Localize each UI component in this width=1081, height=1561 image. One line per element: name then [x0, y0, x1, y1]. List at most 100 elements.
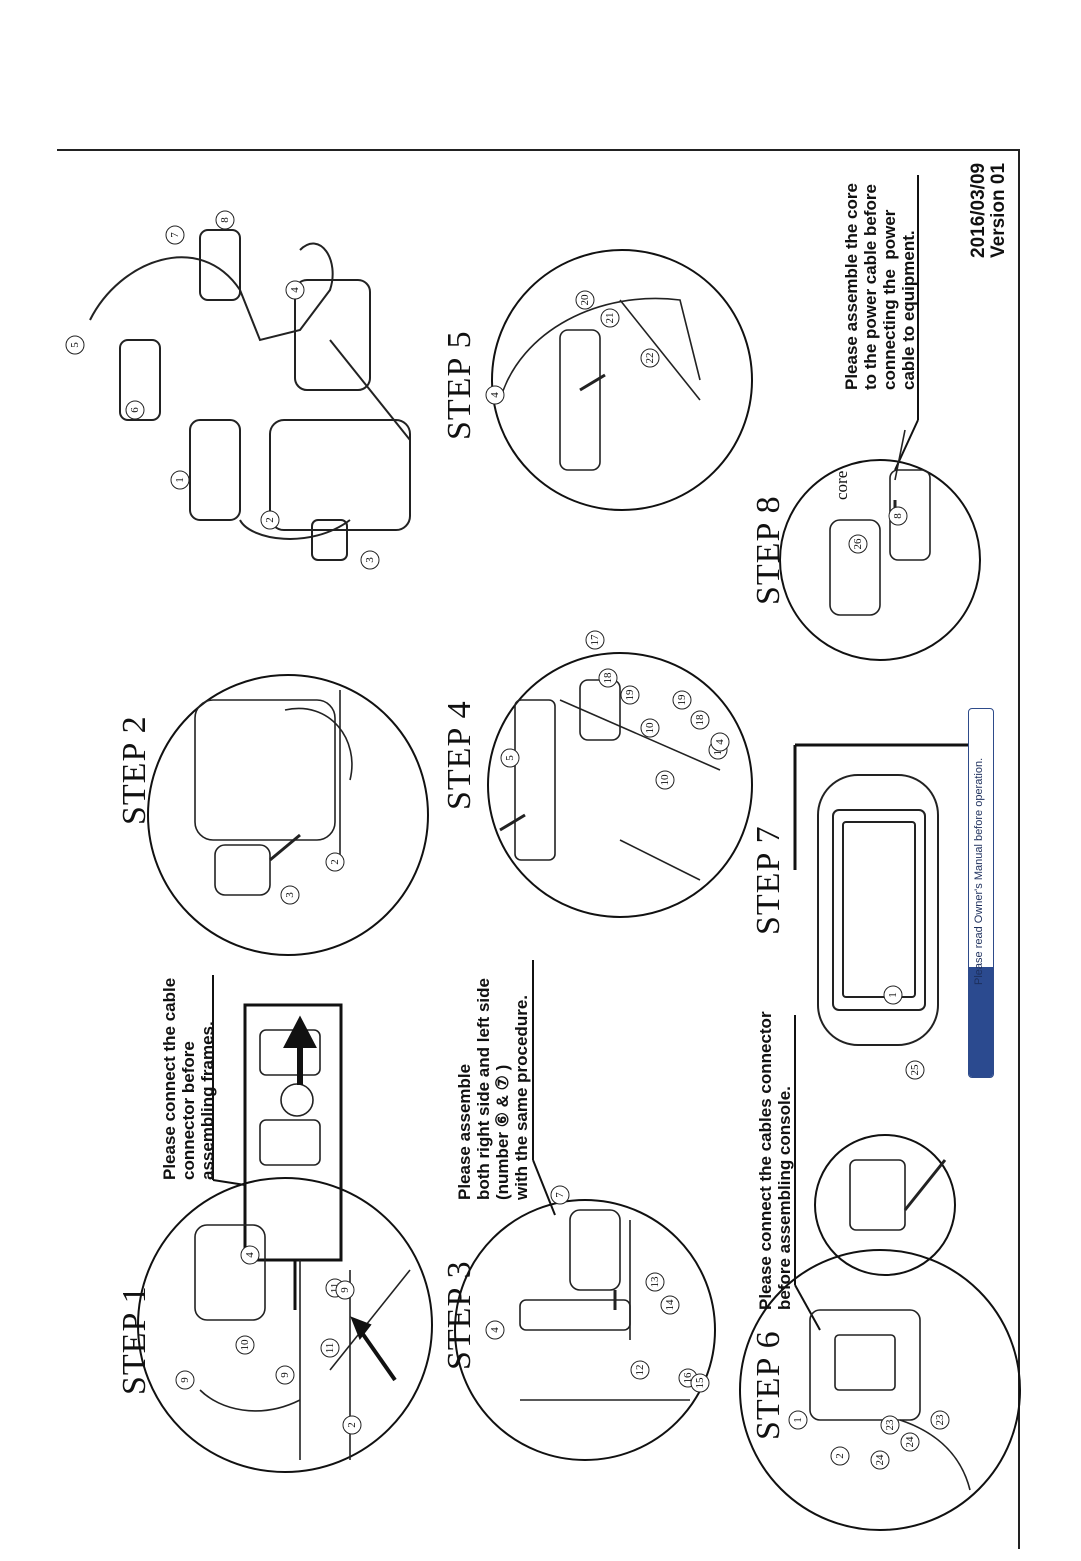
- callout-step2-number: 3: [284, 892, 296, 898]
- callout-step1-number: 9: [279, 1372, 291, 1378]
- version-date: 2016/03/09: [968, 162, 989, 258]
- callout-step4-bubble: [620, 685, 640, 705]
- note-cable-frames: Please connect the cable connector befor…: [160, 977, 217, 1180]
- callout-step3-number: 16: [682, 1372, 694, 1384]
- callout-step6-number: 23: [934, 1414, 946, 1426]
- step4-label: STEP 4: [441, 700, 478, 810]
- callout-step1-bubble: [320, 1338, 340, 1358]
- callout-overview-bubble: [170, 470, 190, 490]
- callout-step5-number: 21: [604, 313, 616, 324]
- step3-detail-circle: [454, 1199, 716, 1461]
- callout-step3-number: 14: [664, 1299, 676, 1311]
- callout-overview-number: 6: [129, 407, 141, 413]
- callout-step1-bubble: [240, 1245, 260, 1265]
- callout-step4-bubble: [500, 748, 520, 768]
- callout-step6-number: 23: [884, 1419, 896, 1431]
- step8-label: STEP 8: [750, 495, 787, 605]
- callout-step3-number: 15: [694, 1377, 706, 1389]
- callout-overview-bubble: [165, 225, 185, 245]
- note-cables-console: Please connect the cables connector befo…: [756, 1011, 794, 1310]
- callout-overview-bubble: [215, 210, 235, 230]
- step8-detail-circle: [779, 459, 981, 661]
- version-label: Version 01: [988, 162, 1009, 258]
- callout-step4-number: 18: [694, 714, 706, 726]
- callout-step2-bubble: [325, 852, 345, 872]
- callout-step6-bubble: [880, 1415, 900, 1435]
- callout-step5-number: 22: [644, 353, 656, 364]
- callout-step3-bubble: [690, 1373, 710, 1393]
- callout-step8-bubble: [848, 534, 868, 554]
- callout-step2-bubble: [280, 885, 300, 905]
- callout-step6-bubble: [930, 1410, 950, 1430]
- callout-step3-bubble: [485, 1320, 505, 1340]
- callout-step6-number: 1: [792, 1417, 804, 1423]
- callout-step4-number: 10: [659, 774, 671, 786]
- callout-step1-number: 11: [324, 1343, 336, 1354]
- step1-inset-box: [243, 1003, 343, 1262]
- callout-step7-bubble: [905, 1060, 925, 1080]
- callout-step4-number: 10: [644, 722, 656, 734]
- owners-manual-banner: [968, 708, 994, 1078]
- step7-label: STEP 7: [750, 825, 787, 935]
- callout-step1-number: 10: [239, 1339, 251, 1351]
- callout-step4-bubble: [585, 630, 605, 650]
- callout-step4-number: 18: [602, 672, 614, 684]
- callout-step1-number: 9: [339, 1287, 351, 1293]
- callout-overview-number: 1: [174, 477, 186, 483]
- callout-step4-bubble: [655, 770, 675, 790]
- callout-step6-number: 2: [834, 1453, 846, 1459]
- callout-overview-bubble: [260, 510, 280, 530]
- callout-overview-number: 2: [264, 517, 276, 523]
- callout-step7-number: 1: [887, 992, 899, 998]
- callout-step3-bubble: [645, 1272, 665, 1292]
- callout-step8-number: 26: [852, 538, 864, 550]
- callout-overview-number: 4: [289, 287, 301, 293]
- callout-step5-bubble: [640, 348, 660, 368]
- page-frame-right: [1018, 149, 1020, 1549]
- callout-step3-number: 4: [489, 1327, 501, 1333]
- callout-step7-number: 25: [909, 1064, 921, 1076]
- callout-step6-bubble: [870, 1450, 890, 1470]
- callout-step1-bubble: [275, 1365, 295, 1385]
- version-block: 2016/03/09 Version 01: [968, 162, 1009, 258]
- callout-step6-number: 24: [874, 1454, 886, 1466]
- callout-overview-number: 7: [169, 232, 181, 238]
- callout-step4-number: 19: [624, 689, 636, 701]
- step6-detail-circle: [739, 1249, 1021, 1531]
- callout-step1-bubble: [342, 1415, 362, 1435]
- callout-step5-bubble: [600, 308, 620, 328]
- step3-label: STEP 3: [441, 1260, 478, 1370]
- step4-detail-circle: [487, 652, 753, 918]
- step5-label: STEP 5: [441, 330, 478, 440]
- callout-step2-number: 2: [329, 859, 341, 865]
- callout-step3-number: 12: [634, 1365, 646, 1376]
- step6-inset-circle: [814, 1134, 956, 1276]
- note-both-sides: Please assemble both right side and left…: [455, 978, 531, 1200]
- callout-step3-bubble: [630, 1360, 650, 1380]
- note-core: Please assemble the core to the power ca…: [842, 183, 918, 390]
- callout-step6-bubble: [788, 1410, 808, 1430]
- callout-step4-number: 19: [676, 694, 688, 706]
- callout-step4-bubble: [598, 668, 618, 688]
- callout-step4-number: 5: [504, 755, 516, 761]
- callout-step6-bubble: [830, 1446, 850, 1466]
- callout-step5-number: 20: [579, 294, 591, 306]
- callout-step3-number: 7: [554, 1192, 566, 1198]
- page-frame-top: [57, 149, 1020, 151]
- callout-step8-number: 8: [892, 513, 904, 519]
- callout-step1-bubble: [235, 1335, 255, 1355]
- callout-step1-number: 9: [179, 1377, 191, 1383]
- callout-step1-number: 2: [346, 1422, 358, 1428]
- callout-step3-bubble: [550, 1185, 570, 1205]
- callout-step4-bubble: [672, 690, 692, 710]
- callout-step5-bubble: [575, 290, 595, 310]
- callout-overview-number: 8: [219, 217, 231, 223]
- callout-step3-number: 13: [649, 1276, 661, 1288]
- callout-overview-bubble: [360, 550, 380, 570]
- callout-step4-number: 17: [589, 634, 601, 646]
- callout-overview-bubble: [65, 335, 85, 355]
- callout-step1-number: 11: [329, 1283, 341, 1294]
- callout-step5-number: 4: [489, 392, 501, 398]
- callout-step8-bubble: [888, 506, 908, 526]
